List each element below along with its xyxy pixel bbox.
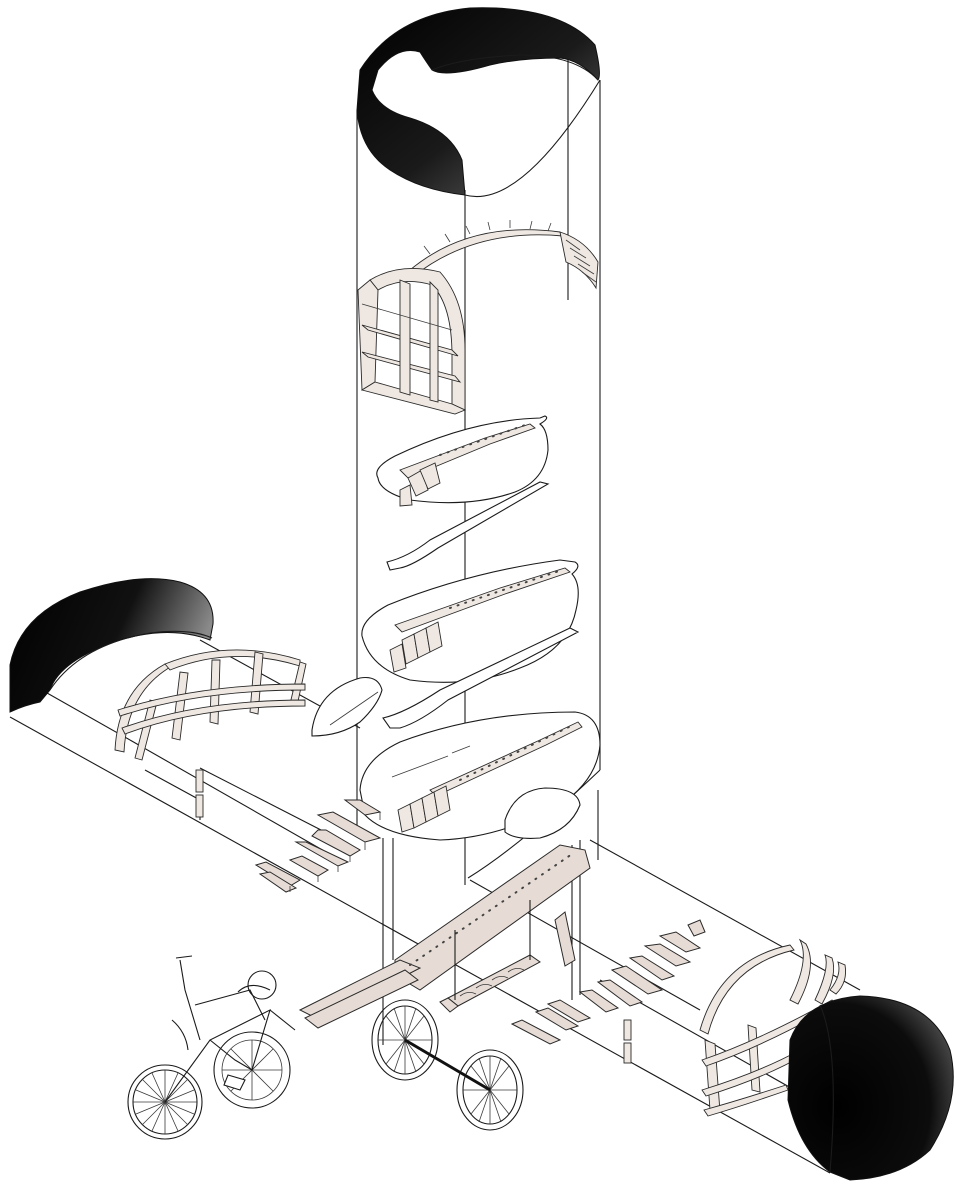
trailer-wheels xyxy=(371,999,524,1131)
seat-board-middle xyxy=(361,559,579,683)
chassis-frame xyxy=(298,844,591,1029)
bicycle xyxy=(127,955,296,1140)
right-step-plates xyxy=(510,919,706,1064)
slat-middle xyxy=(382,627,580,729)
left-rib-cage xyxy=(114,649,307,761)
left-step-plates xyxy=(254,799,382,893)
right-rib-cage xyxy=(699,938,847,1117)
shelving-frame xyxy=(357,267,467,415)
right-end-shell xyxy=(787,995,954,1181)
seat-board-upper xyxy=(376,415,549,507)
vertical-explosion-column xyxy=(356,55,601,1045)
slat-upper xyxy=(386,481,550,571)
horizontal-explosion-beam xyxy=(9,639,861,1174)
left-posts xyxy=(195,769,204,818)
left-wheel-cover xyxy=(311,676,383,737)
seat-board-base xyxy=(359,711,601,841)
top-roof-shell xyxy=(356,7,601,197)
top-rib-arc xyxy=(409,220,599,290)
left-end-shell xyxy=(9,578,214,713)
